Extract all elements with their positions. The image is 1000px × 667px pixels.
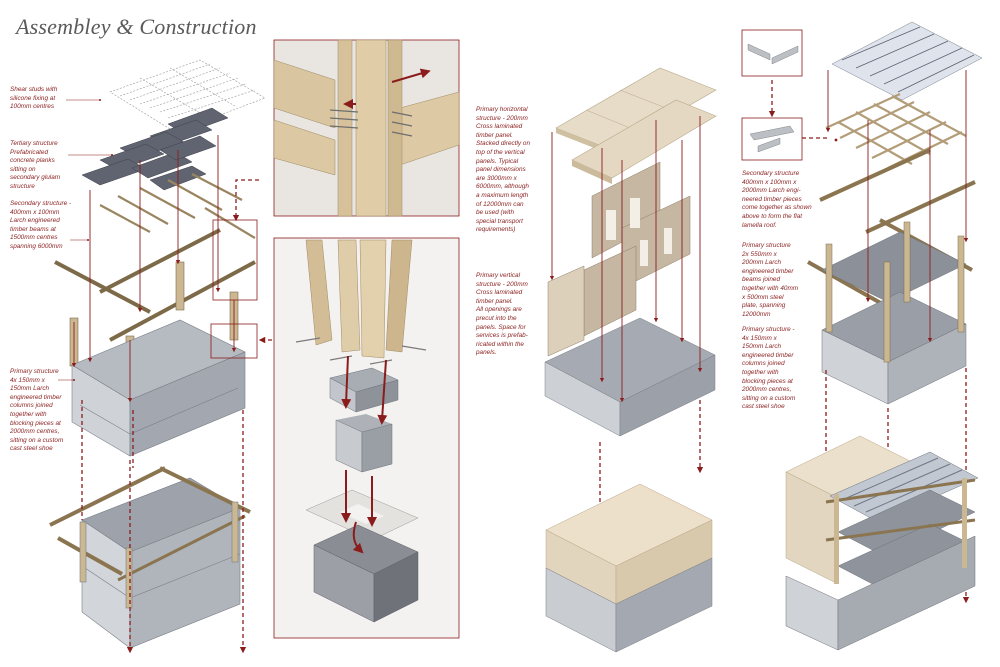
column-junction-detail — [273, 39, 460, 217]
clt-panel-assembly — [544, 67, 717, 653]
primary-beams-right-label: Primary structure 2x 550mm x 200mm Larch… — [742, 242, 799, 318]
tertiary-structure-label: Tertiary structure Prefabricated concret… — [10, 140, 61, 190]
joint-detail-box-2 — [741, 117, 803, 161]
concrete-planks — [81, 107, 229, 191]
concrete-base-top — [71, 319, 246, 457]
page-title: Assembley & Construction — [16, 14, 257, 39]
secondary-structure-right-label: Secondary structure 400mm x 100mm x 2000… — [742, 170, 812, 229]
primary-structure-left-label: Primary structure 4x 150mm x 150mm Larch… — [10, 368, 64, 453]
secondary-beams — [99, 173, 256, 239]
left-exploded-assembly — [49, 59, 300, 654]
shear-studs-label: Shear studs with silicone fixing at 100m… — [10, 86, 58, 111]
shear-stud-grid — [109, 59, 266, 133]
secondary-structure-label: Secondary structure - 400mm x 100mm Larc… — [10, 200, 72, 250]
primary-vertical-label: Primary vertical structure - 200mm Cross… — [476, 272, 528, 357]
primary-beams — [54, 228, 256, 342]
primary-columns-right-label: Primary structure - 4x 150mm x 150mm Lar… — [742, 326, 796, 411]
lamella-roof-assembly — [741, 21, 983, 651]
detail-box-lower — [210, 323, 258, 359]
assembled-left — [49, 466, 251, 649]
left-guide-lines — [71, 135, 247, 654]
primary-horizontal-label: Primary horizontal structure - 200mm Cro… — [476, 106, 530, 234]
steel-shoe-detail — [273, 237, 460, 639]
